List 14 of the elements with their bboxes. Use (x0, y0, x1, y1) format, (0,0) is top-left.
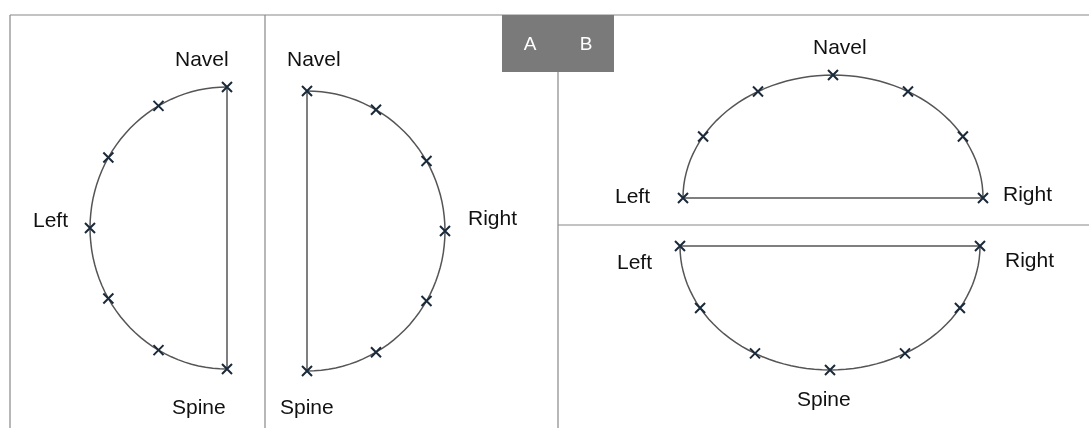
position-label: Right (1003, 183, 1053, 204)
position-label: Right (1005, 249, 1055, 270)
position-label: Left (33, 209, 69, 230)
panel-label: B (558, 15, 614, 72)
position-label: Navel (813, 36, 867, 57)
position-label: Left (615, 185, 651, 206)
panel-label: A (502, 15, 558, 72)
position-label: Left (617, 251, 653, 272)
position-label: Right (468, 207, 518, 228)
position-label: Spine (172, 396, 226, 417)
position-label: Navel (287, 48, 341, 69)
position-label: Spine (797, 388, 851, 409)
position-label: Navel (175, 48, 229, 69)
position-label: Spine (280, 396, 334, 417)
